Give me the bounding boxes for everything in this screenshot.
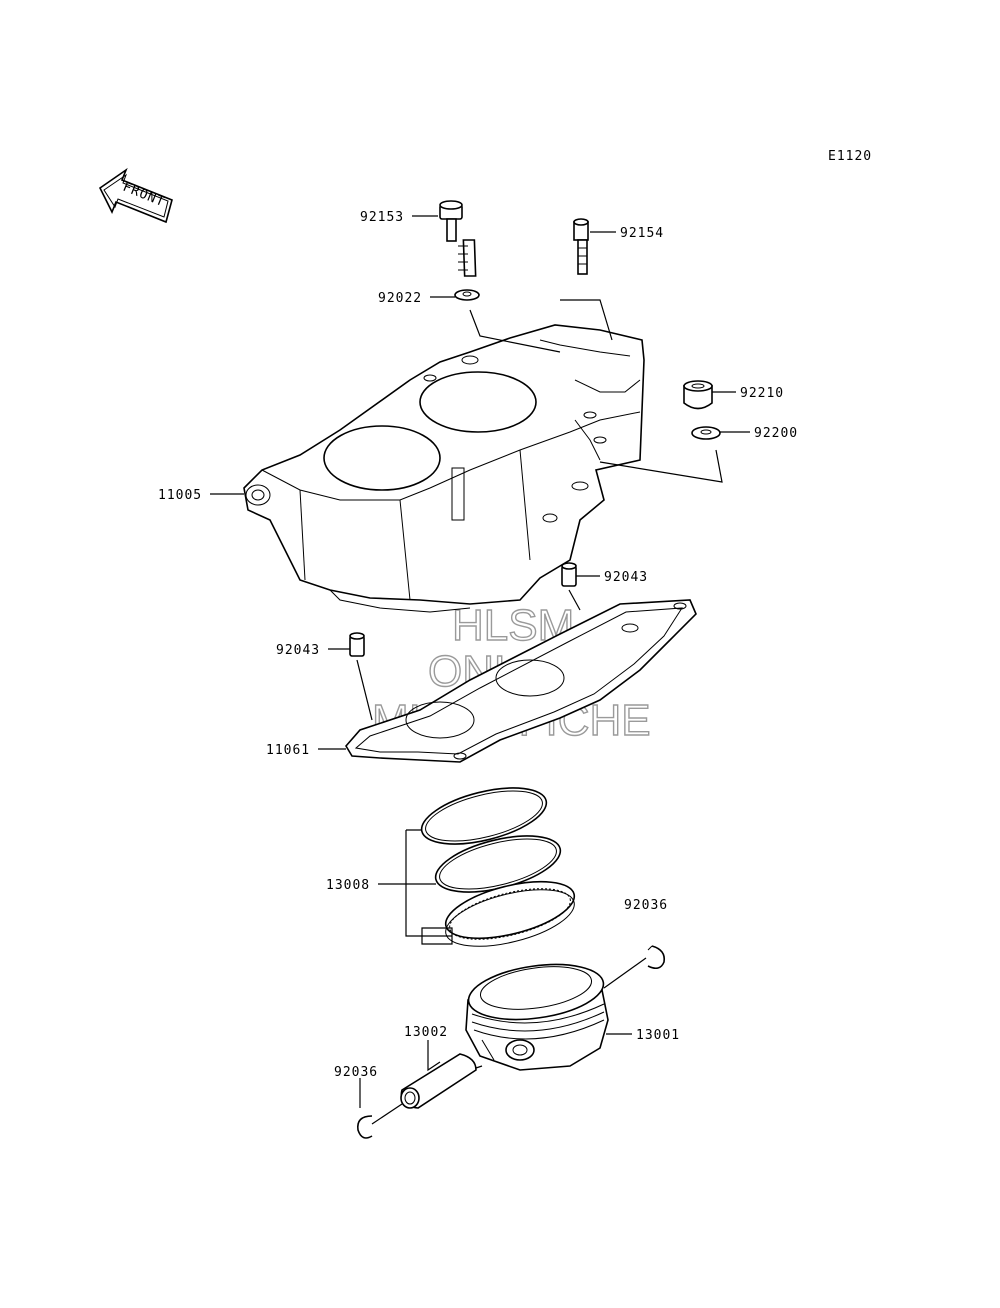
- washer-92200: [691, 426, 721, 440]
- callout-92153[interactable]: 92153: [360, 210, 404, 225]
- cylinder-block: [243, 324, 645, 613]
- piston: [465, 963, 609, 1071]
- callout-92200[interactable]: 92200: [754, 426, 798, 441]
- guide-dowel-right: [568, 589, 581, 611]
- callout-11005[interactable]: 11005: [158, 488, 202, 503]
- guide-bolt-long: [469, 309, 561, 353]
- dowel-pin-right: [561, 562, 577, 587]
- snap-ring-right: [647, 945, 666, 970]
- callout-92154[interactable]: 92154: [620, 226, 664, 241]
- bolt-long: [439, 200, 477, 277]
- callout-13002[interactable]: 13002: [404, 1025, 448, 1040]
- leader-lines: [210, 215, 750, 1108]
- callout-13008[interactable]: 13008: [326, 878, 370, 893]
- washer-92022: [454, 289, 480, 301]
- piston-ring-set: [420, 787, 576, 947]
- callout-92043-right[interactable]: 92043: [604, 570, 648, 585]
- nut-92210: [683, 380, 713, 410]
- callout-labels: 92153 92154 92022 92210 92200 11005 9204…: [158, 210, 798, 1080]
- piston-pin: [400, 1053, 477, 1109]
- callout-92210[interactable]: 92210: [740, 386, 784, 401]
- front-arrow-icon: FRONT: [98, 167, 173, 224]
- base-gasket: [345, 599, 697, 763]
- guide-bolt-short: [560, 299, 613, 341]
- guide-snap-left: [371, 1103, 403, 1125]
- dowel-pin-left: [349, 632, 365, 657]
- guide-snap-right: [603, 957, 647, 989]
- callout-13001[interactable]: 13001: [636, 1028, 680, 1043]
- diagram-code: E1120: [828, 149, 872, 164]
- callout-92036-left[interactable]: 92036: [334, 1065, 378, 1080]
- bracket-13008: [405, 829, 453, 945]
- guide-nut: [599, 449, 723, 483]
- guide-pin: [475, 1065, 483, 1069]
- callout-92022[interactable]: 92022: [378, 291, 422, 306]
- snap-ring-left: [356, 1115, 373, 1139]
- bolt-short: [573, 218, 589, 275]
- callout-11061[interactable]: 11061: [266, 743, 310, 758]
- callout-92043-left[interactable]: 92043: [276, 643, 320, 658]
- callout-92036-right[interactable]: 92036: [624, 898, 668, 913]
- guide-dowel-left: [356, 659, 373, 721]
